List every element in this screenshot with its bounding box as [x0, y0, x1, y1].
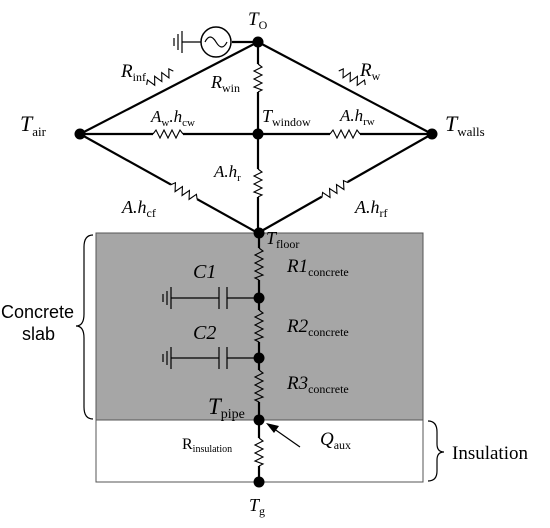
label-insulation: Insulation — [452, 443, 528, 464]
label-concrete-slab-line1: Concrete — [1, 302, 74, 322]
label-c1: C1 — [193, 261, 216, 283]
node-t-walls — [426, 128, 438, 140]
resistor-r-insulation — [253, 437, 265, 467]
label-t-o: TO — [248, 9, 268, 32]
label-a-hr: A.hr — [213, 162, 241, 184]
resistor-a-hrw — [329, 128, 361, 140]
label-t-walls: Twalls — [445, 111, 485, 139]
node-c2 — [253, 352, 265, 364]
resistor-a-hr — [252, 168, 264, 198]
label-r-inf: Rinf — [120, 61, 146, 84]
label-t-floor: Tfloor — [266, 228, 299, 251]
resistor-r-w — [337, 67, 367, 88]
resistor-r3-concrete — [253, 369, 265, 403]
label-r3-concrete: R3concrete — [286, 373, 349, 396]
node-t-g — [253, 476, 265, 488]
label-r-insulation: Rinsulation — [182, 436, 232, 455]
label-a-hrf: A.hrf — [354, 197, 388, 220]
insulation-brace — [427, 420, 445, 482]
ground-icon — [173, 31, 183, 53]
resistor-a-hcw — [152, 128, 184, 140]
label-t-window: Twindow — [262, 106, 311, 129]
label-t-g: Tg — [249, 495, 265, 518]
label-r1-concrete: R1concrete — [286, 256, 349, 279]
q-aux-arrow — [266, 423, 301, 448]
label-r-win: Rwin — [210, 72, 240, 95]
label-t-pipe: Tpipe — [208, 394, 245, 422]
label-a-hcw: Aw.hcw — [150, 107, 195, 129]
resistor-r2-concrete — [253, 309, 265, 343]
node-t-window — [252, 128, 264, 140]
node-t-air — [74, 128, 86, 140]
label-a-hrw: A.hrw — [339, 106, 375, 128]
node-t-floor — [253, 227, 265, 239]
ambient-source-icon — [182, 26, 232, 58]
resistor-r1-concrete — [253, 247, 265, 281]
label-c2: C2 — [193, 322, 216, 344]
label-concrete-slab-line2: slab — [22, 324, 55, 344]
label-t-air: Tair — [20, 111, 47, 139]
label-a-hcf: A.hcf — [121, 197, 156, 220]
resistor-r-win — [252, 63, 264, 93]
node-t-o — [252, 36, 264, 48]
resistor-a-hrf — [320, 179, 350, 200]
concrete-slab-brace — [75, 234, 94, 420]
label-r2-concrete: R2concrete — [286, 316, 349, 339]
resistor-r-inf — [145, 68, 175, 88]
node-c1 — [253, 292, 265, 304]
resistor-a-hcf — [169, 181, 199, 202]
label-r-w: Rw — [359, 60, 381, 83]
node-t-pipe — [253, 414, 265, 426]
label-q-aux: Qaux — [320, 429, 351, 452]
